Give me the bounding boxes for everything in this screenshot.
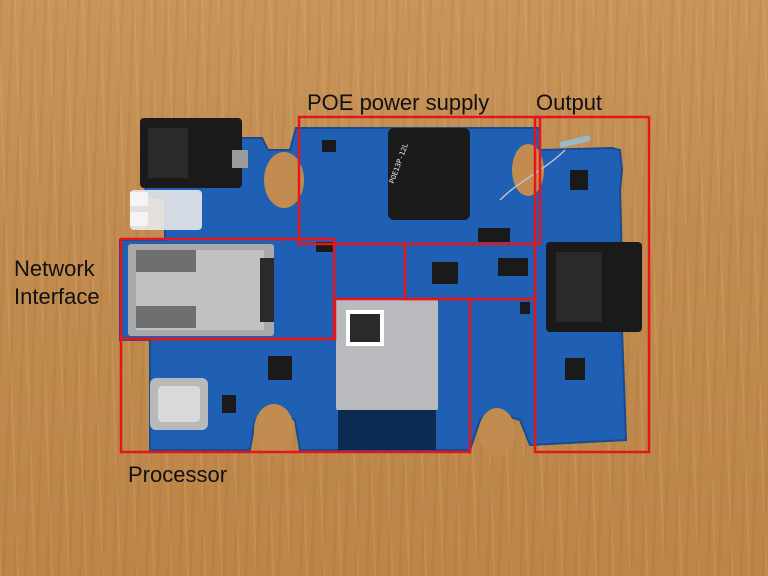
poe-power-supply-box xyxy=(297,115,542,246)
dc-barrel-jack xyxy=(140,118,248,188)
chip-r10 xyxy=(498,258,528,276)
output-box xyxy=(533,115,651,454)
annotation-processor: Processor xyxy=(128,462,228,487)
esp32-module xyxy=(336,298,438,450)
cap-c14 xyxy=(316,242,334,252)
cap-d7 xyxy=(478,228,510,242)
output-connector xyxy=(546,242,642,332)
usb-c-connector xyxy=(150,378,208,430)
chip-u6 xyxy=(222,395,236,413)
ethernet-jack xyxy=(128,244,274,336)
resistor-wire xyxy=(499,135,591,201)
chip-q2 xyxy=(570,170,588,190)
chip-u3 xyxy=(432,262,458,284)
annotation-output: Output xyxy=(536,90,603,115)
chip-u8 xyxy=(268,356,292,380)
poe-transformer: POE13P-12L xyxy=(388,128,470,220)
chip-sw xyxy=(520,302,530,314)
poe-to-processor-box xyxy=(403,244,535,301)
chip-u11 xyxy=(565,358,585,380)
cap-c25 xyxy=(322,140,336,152)
annotation-poe-power-supply: POE power supply xyxy=(307,90,490,115)
annotation-network-interface-line1: Network xyxy=(14,256,95,281)
led-light-pipes xyxy=(130,190,202,230)
annotation-network-interface-line2: Interface xyxy=(14,284,100,309)
